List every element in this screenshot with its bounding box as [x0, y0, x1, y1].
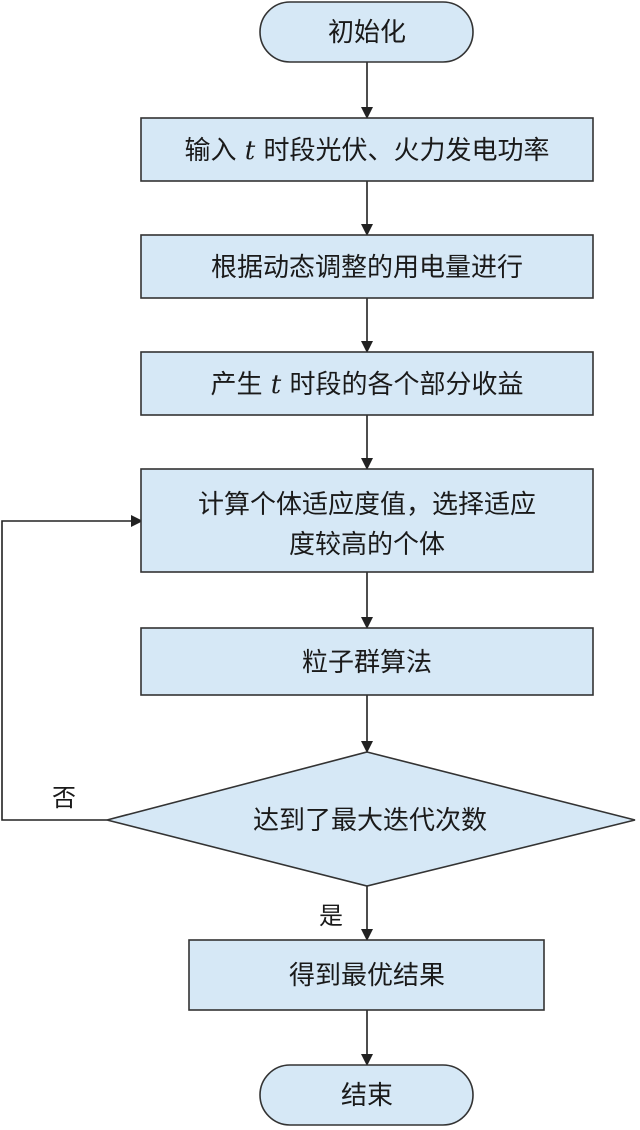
step-optimal-result-label: 得到最优结果	[289, 961, 445, 991]
decision-max-iterations	[106, 751, 636, 887]
end-terminal	[259, 1064, 474, 1126]
step-dynamic-adjust	[140, 234, 594, 299]
start-label: 初始化	[328, 18, 406, 48]
step-generate-revenue-label: 产生 t 时段的各个部分收益	[211, 370, 524, 400]
step-pso-label: 粒子群算法	[302, 648, 432, 678]
step-input-power	[140, 117, 594, 182]
step-pso	[140, 627, 594, 696]
step-fitness-select	[140, 468, 594, 573]
edge-label-yes: 是	[319, 902, 343, 930]
step-optimal-result	[188, 939, 545, 1011]
step-input-power-label: 输入 t 时段光伏、火力发电功率	[185, 136, 550, 166]
edge-label-no: 否	[52, 784, 76, 812]
step-generate-revenue	[140, 351, 594, 416]
end-label: 结束	[341, 1081, 393, 1111]
start-terminal	[259, 1, 474, 63]
edge-decision-loop-back	[1, 515, 143, 821]
step-dynamic-adjust-label: 根据动态调整的用电量进行	[211, 253, 523, 283]
step-fitness-select-line1: 计算个体适应度值，选择适应	[198, 490, 536, 520]
step-fitness-select-line2: 度较高的个体	[289, 530, 445, 560]
decision-max-iterations-label: 达到了最大迭代次数	[253, 806, 487, 836]
